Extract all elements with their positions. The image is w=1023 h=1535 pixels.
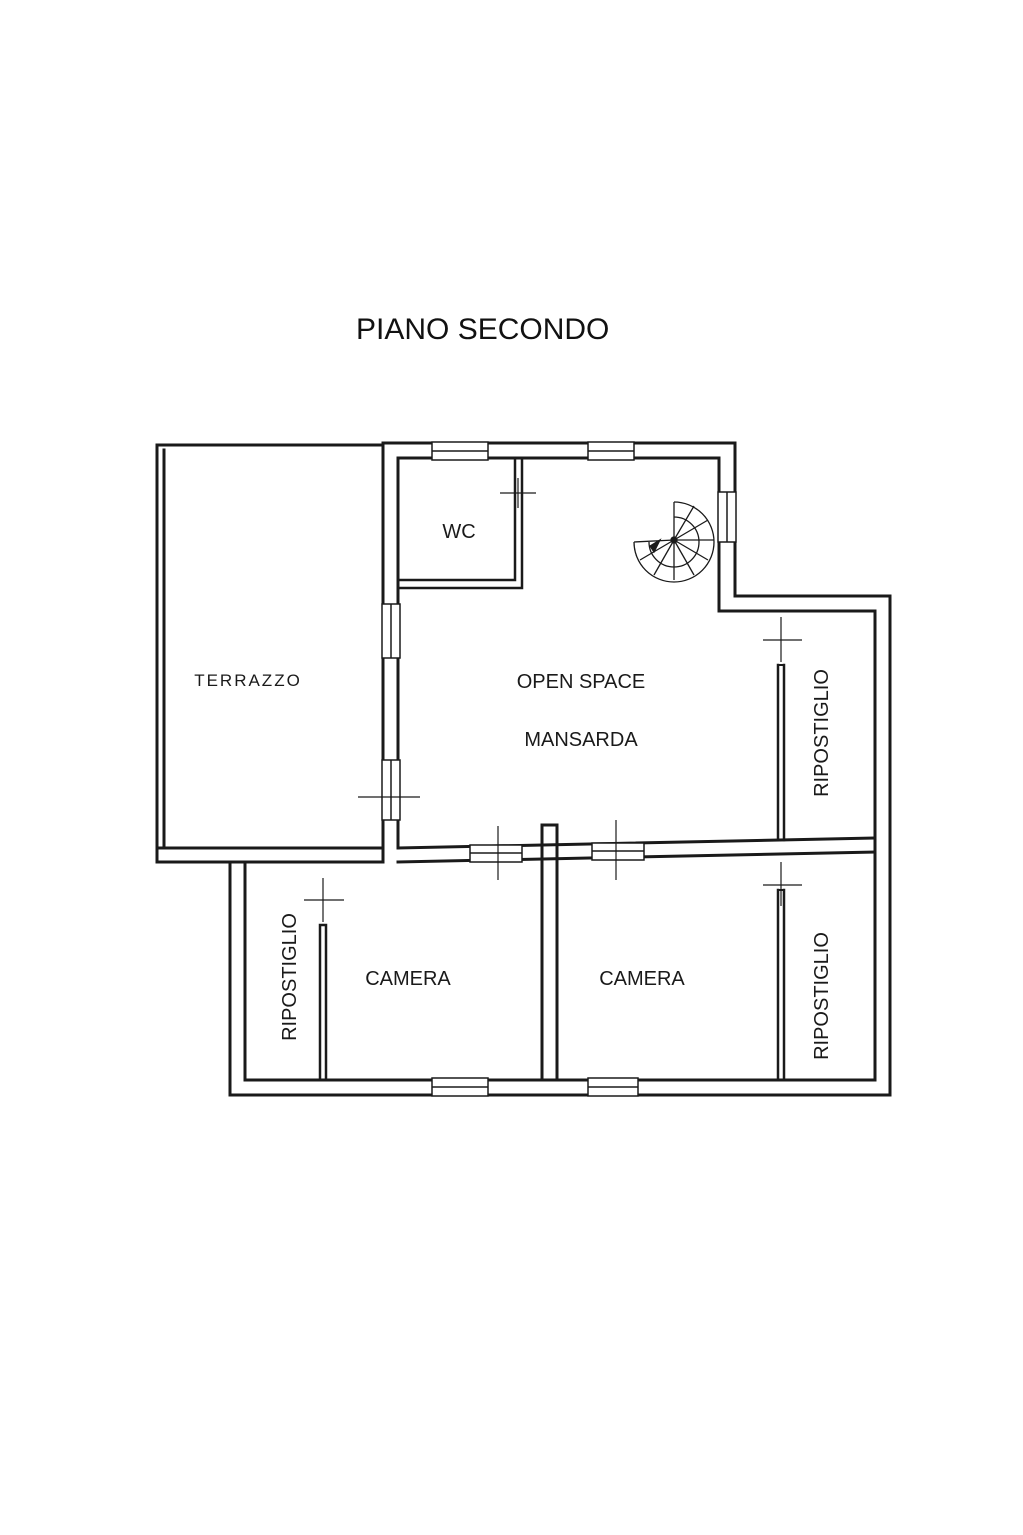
spiral-staircase: [633, 501, 715, 583]
room-label-mansarda: MANSARDA: [524, 729, 638, 751]
terrazzo-outline: [155, 443, 385, 864]
plan-title: PIANO SECONDO: [356, 313, 609, 346]
walls: [155, 441, 892, 1097]
windows: [381, 441, 737, 1097]
room-label-ripostiglio-left: RIPOSTIGLIO: [279, 913, 301, 1041]
wc-wall: [396, 456, 524, 590]
room-label-camera-right: CAMERA: [599, 968, 685, 990]
room-label-terrazzo: TERRAZZO: [194, 671, 302, 690]
door-marks: [304, 478, 802, 922]
room-label-ripostiglio-right-bottom: RIPOSTIGLIO: [811, 932, 833, 1060]
ripostiglio-left-partition: [318, 923, 328, 1080]
room-label-camera-left: CAMERA: [365, 968, 451, 990]
room-label-ripostiglio-right-top: RIPOSTIGLIO: [811, 669, 833, 797]
room-label-wc: WC: [442, 521, 475, 543]
room-label-open-space: OPEN SPACE: [517, 671, 646, 693]
camera-divider: [540, 823, 559, 1082]
upper-inner-wall: [243, 456, 877, 1082]
ripostiglio-right-partition: [776, 663, 786, 1080]
upper-outer-wall: [228, 441, 892, 1097]
